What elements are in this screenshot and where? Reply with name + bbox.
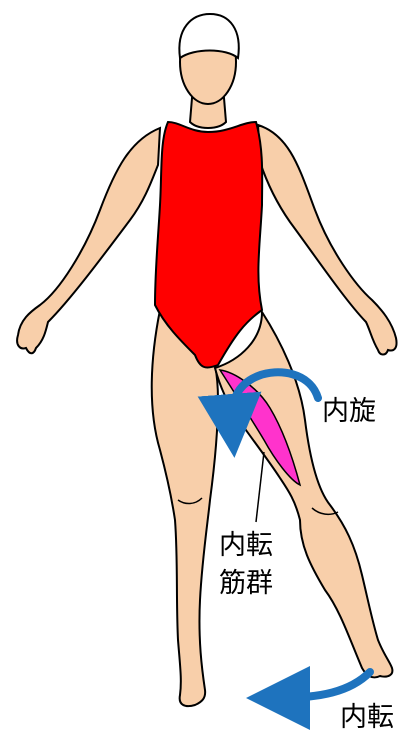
adductor-label-line2: 筋群 [219,570,273,597]
internal-rotation-label: 内旋 [322,398,376,425]
adduction-arrow [278,672,370,698]
swimsuit [155,122,262,368]
swim-cap [179,14,238,58]
adduction-label: 内転 [340,704,394,731]
right-arm [258,125,397,355]
adductor-pointer-line [256,452,264,522]
left-leg [152,310,218,706]
left-arm [17,128,160,353]
right-leg [215,312,392,677]
adductor-label-line1: 内転 [219,532,273,559]
